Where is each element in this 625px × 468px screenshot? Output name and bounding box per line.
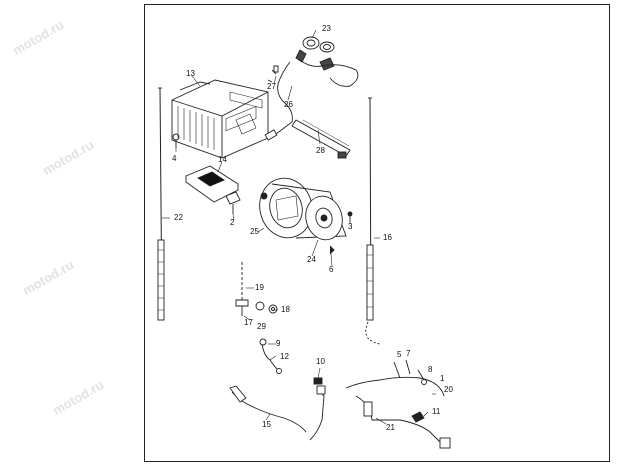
screw-4 <box>172 133 180 148</box>
callout-22: 22 <box>174 213 183 222</box>
mounting-strap <box>291 119 351 159</box>
callout-17: 17 <box>244 318 253 327</box>
antenna-left <box>157 87 165 321</box>
clip-10 <box>313 377 323 385</box>
callout-1: 1 <box>440 374 445 383</box>
ground-cable <box>259 338 282 374</box>
callout-7: 7 <box>406 349 411 358</box>
callout-26: 26 <box>284 100 293 109</box>
callout-14: 14 <box>218 155 227 164</box>
antenna-right <box>365 97 381 345</box>
screw-6 <box>329 245 335 255</box>
callout-27: 27 <box>267 82 276 91</box>
callout-8: 8 <box>428 365 433 374</box>
mount-bracket <box>235 262 278 316</box>
screw-3 <box>347 211 353 222</box>
callout-23: 23 <box>322 24 331 33</box>
antenna-cable-21 <box>345 359 451 449</box>
callout-29: 29 <box>257 322 266 331</box>
antenna-cable-15 <box>229 385 326 441</box>
callout-24: 24 <box>307 255 316 264</box>
callout-5: 5 <box>397 350 402 359</box>
diagram-frame <box>144 4 610 462</box>
speaker-assembly <box>259 177 347 241</box>
harness-connector <box>264 36 359 141</box>
callout-16: 16 <box>383 233 392 242</box>
connector-2 <box>225 191 241 214</box>
callout-21: 21 <box>386 423 395 432</box>
callout-25: 25 <box>250 227 259 236</box>
callout-19: 19 <box>255 283 264 292</box>
radio-unit <box>171 79 269 159</box>
callout-13: 13 <box>186 69 195 78</box>
callout-11: 11 <box>432 407 441 416</box>
callout-4: 4 <box>172 154 177 163</box>
leader-lines <box>162 29 436 425</box>
callout-3: 3 <box>348 222 353 231</box>
callout-12: 12 <box>280 352 289 361</box>
controller-14 <box>185 165 239 203</box>
callout-2: 2 <box>230 218 235 227</box>
callout-15: 15 <box>262 420 271 429</box>
callout-6: 6 <box>329 265 334 274</box>
callout-28: 28 <box>316 146 325 155</box>
callout-18: 18 <box>281 305 290 314</box>
callout-20: 20 <box>444 385 453 394</box>
callout-9: 9 <box>276 339 281 348</box>
callout-10: 10 <box>316 357 325 366</box>
